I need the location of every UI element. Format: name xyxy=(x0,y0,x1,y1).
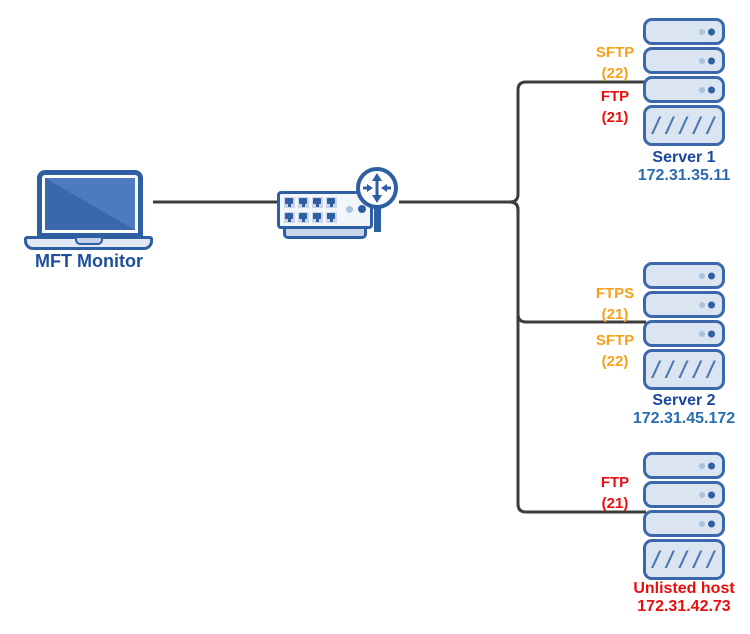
ethernet-port-icon xyxy=(284,212,295,223)
protocol-name: SFTP xyxy=(595,332,635,349)
protocol-name: SFTP xyxy=(595,44,635,61)
ethernet-port-icon xyxy=(298,197,309,208)
server-led-icon xyxy=(699,272,705,279)
server-ip: 172.31.42.73 xyxy=(637,598,731,615)
server2-protocol-top: FTPS (21) xyxy=(580,283,650,325)
server-led-icon xyxy=(699,28,705,35)
server-led-icon xyxy=(708,57,715,64)
server3-protocol-top: FTP (21) xyxy=(580,472,650,514)
wire-switch-to-server3 xyxy=(399,200,646,514)
server-led-icon xyxy=(708,28,715,35)
server-slab xyxy=(643,510,725,537)
server1-caption: Server 1 172.31.35.11 xyxy=(604,149,750,185)
server-slab xyxy=(643,18,725,45)
server-led-icon xyxy=(699,330,705,337)
server-name: Server 1 xyxy=(652,149,716,166)
server-slab xyxy=(643,47,725,74)
protocol-name: FTP xyxy=(600,474,630,491)
server-ip: 172.31.45.172 xyxy=(632,410,736,427)
protocol-port: (22) xyxy=(601,353,629,370)
server-led-icon xyxy=(708,301,715,308)
ethernet-port-icon xyxy=(326,197,337,208)
server1-protocol-bottom: FTP (21) xyxy=(580,86,650,128)
server-slab xyxy=(643,320,725,347)
server-led-icon xyxy=(708,462,715,469)
server2-protocol-bottom: SFTP (22) xyxy=(580,330,650,372)
laptop-base xyxy=(24,236,153,250)
server-slab xyxy=(643,481,725,508)
server-ip: 172.31.35.11 xyxy=(637,167,731,184)
laptop-latch xyxy=(74,238,103,245)
server-led-icon xyxy=(708,272,715,279)
server-led-icon xyxy=(699,520,705,527)
server-led-icon xyxy=(708,330,715,337)
router-arrows-icon xyxy=(356,167,398,209)
ethernet-port-icon xyxy=(284,197,295,208)
server3-caption: Unlisted host 172.31.42.73 xyxy=(604,580,750,616)
server-vents: ///// xyxy=(643,105,725,146)
protocol-port: (21) xyxy=(601,306,629,323)
protocol-port: (21) xyxy=(601,109,629,126)
ethernet-port-icon xyxy=(312,197,323,208)
server-name: Unlisted host xyxy=(633,580,735,597)
server-stack-icon: ///// xyxy=(643,18,725,146)
protocol-port: (22) xyxy=(601,65,629,82)
vent-hatch: ///// xyxy=(649,113,719,137)
server-led-icon xyxy=(699,491,705,498)
server1-protocol-top: SFTP (22) xyxy=(580,42,650,84)
ethernet-port-icon xyxy=(326,212,337,223)
server-led-icon xyxy=(708,520,715,527)
protocol-name: FTPS xyxy=(595,285,635,302)
status-led-icon xyxy=(346,206,353,213)
protocol-name: FTP xyxy=(600,88,630,105)
server-led-icon xyxy=(708,86,715,93)
switch-ports xyxy=(284,197,337,223)
server-led-icon xyxy=(699,301,705,308)
server-slab xyxy=(643,452,725,479)
vent-hatch: ///// xyxy=(649,547,719,571)
server-led-icon xyxy=(699,57,705,64)
monitor-label: MFT Monitor xyxy=(35,251,143,271)
server-vents: ///// xyxy=(643,349,725,390)
server-name: Server 2 xyxy=(652,392,716,409)
protocol-port: (21) xyxy=(601,495,629,512)
server-slab xyxy=(643,76,725,103)
status-led-icon xyxy=(358,205,366,213)
server-slab xyxy=(643,291,725,318)
server-led-icon xyxy=(699,86,705,93)
server-vents: ///// xyxy=(643,539,725,580)
server-slab xyxy=(643,262,725,289)
server-stack-icon: ///// xyxy=(643,452,725,580)
server-led-icon xyxy=(708,491,715,498)
router-stem xyxy=(374,205,381,232)
server2-caption: Server 2 172.31.45.172 xyxy=(604,392,750,428)
server-stack-icon: ///// xyxy=(643,262,725,390)
network-switch-icon xyxy=(277,191,373,229)
ethernet-port-icon xyxy=(312,212,323,223)
ethernet-port-icon xyxy=(298,212,309,223)
vent-hatch: ///// xyxy=(649,357,719,381)
laptop-display xyxy=(45,178,135,230)
laptop-icon xyxy=(37,170,143,238)
server-led-icon xyxy=(699,462,705,469)
